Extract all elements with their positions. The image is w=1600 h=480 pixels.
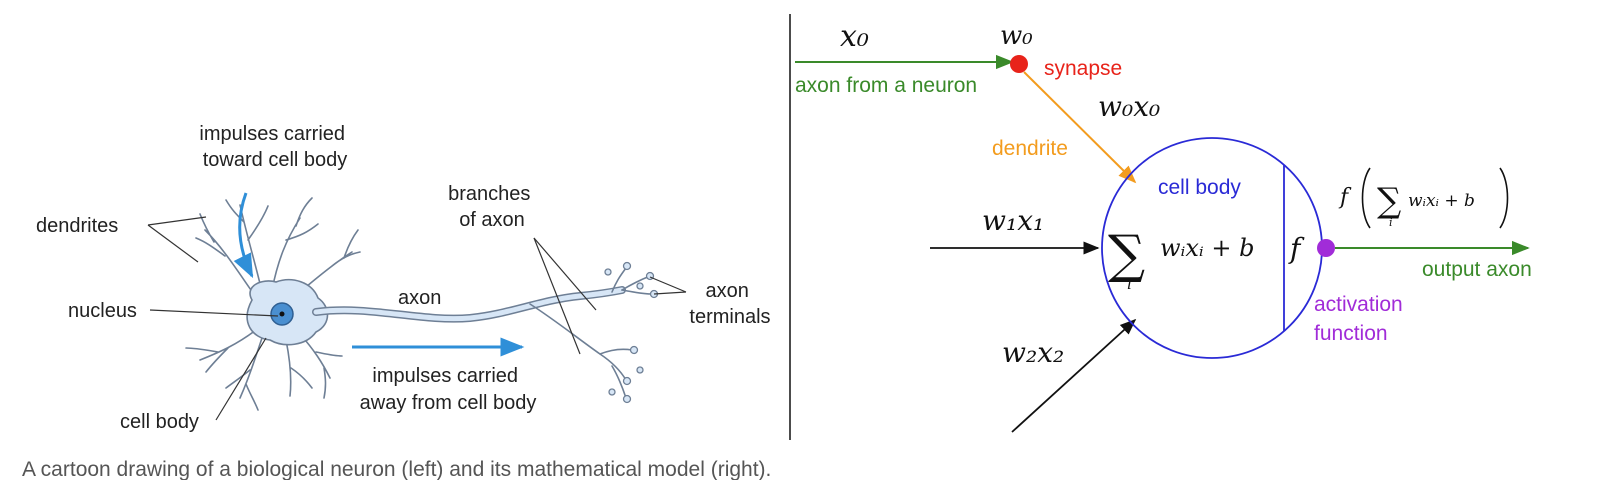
axon-terminal-knobs — [604, 261, 659, 404]
activation-function-label: activation function — [1314, 293, 1409, 345]
axon-branches — [529, 267, 653, 399]
axon-terminals-label: axon terminals — [689, 280, 770, 328]
mathematical-model-panel: x₀ w₀ w₀x₀ w₁x₁ w₂x₂ ∑ i wᵢxᵢ + b f f ∑ … — [795, 19, 1532, 433]
w1x1-label: w₁x₁ — [982, 204, 1044, 237]
synapse-label: synapse — [1044, 57, 1122, 80]
output-left-paren — [1361, 167, 1371, 229]
axon-label: axon — [398, 287, 441, 309]
dendrites-label: dendrites — [36, 215, 118, 237]
output-right-paren — [1499, 167, 1509, 229]
cell-body-label-bio: cell body — [120, 411, 199, 433]
sum-term: wᵢxᵢ + b — [1160, 234, 1254, 262]
x0-label: x₀ — [840, 19, 869, 54]
impulses-toward-label: impulses carried toward cell body — [199, 123, 350, 171]
output-formula: f ∑ i wᵢxᵢ + b — [1338, 167, 1509, 229]
output-sum-symbol: ∑ — [1377, 181, 1401, 221]
branches-of-axon-label: branches of axon — [448, 183, 536, 231]
output-sum-term: wᵢxᵢ + b — [1408, 191, 1475, 211]
dendrite-arrow — [1023, 71, 1137, 184]
sum-index: i — [1127, 275, 1132, 293]
input-w2x2-arrow — [1011, 318, 1137, 433]
cell-body-label-model: cell body — [1158, 176, 1241, 199]
w0-label: w₀ — [1000, 21, 1033, 51]
label-leader-lines — [147, 216, 687, 421]
activation-dot — [1317, 239, 1335, 257]
biological-neuron-panel: impulses carried toward cell body dendri… — [36, 123, 771, 433]
output-sum-index: i — [1389, 216, 1393, 229]
impulse-toward-arrow — [233, 192, 254, 279]
impulses-away-label: impulses carried away from cell body — [360, 365, 537, 414]
synapse-dot — [1010, 55, 1028, 73]
w0x0-label: w₀x₀ — [1098, 90, 1160, 123]
output-axon-label: output axon — [1422, 258, 1532, 281]
w2x2-label: w₂x₂ — [1002, 336, 1064, 369]
dendrite-label: dendrite — [992, 137, 1068, 160]
nucleus-label: nucleus — [68, 300, 137, 322]
axon-from-neuron-label: axon from a neuron — [795, 74, 977, 97]
activation-f-symbol: f — [1288, 232, 1305, 265]
sum-symbol: ∑ — [1108, 225, 1145, 285]
figure-caption: A cartoon drawing of a biological neuron… — [22, 458, 771, 480]
dendrite-branches — [185, 197, 361, 411]
output-f: f — [1338, 185, 1352, 210]
